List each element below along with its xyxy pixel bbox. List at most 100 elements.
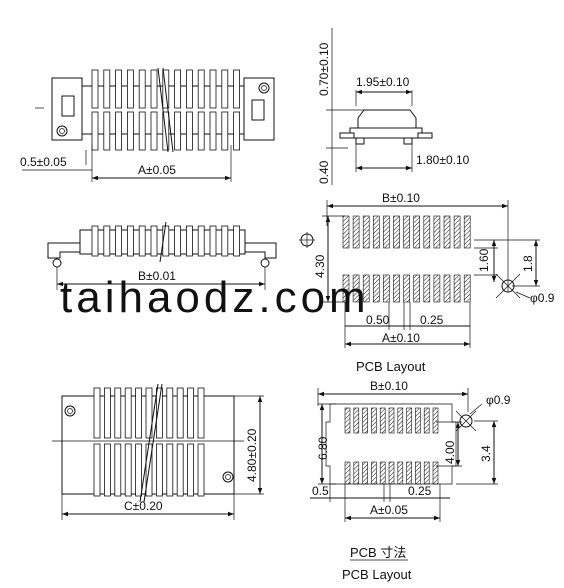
contact-pin [124, 387, 132, 439]
side-dim-height: 0.70±0.10 [317, 42, 331, 96]
pcb2-dim-pad: 0.25 [408, 484, 432, 498]
pcb2-dim-hole: φ0.9 [486, 393, 511, 407]
pcb-pad [344, 407, 351, 434]
top-dim-a: A±0.05 [138, 163, 176, 177]
pcb-pad [372, 215, 380, 249]
pcb-pad [423, 407, 430, 434]
contact-pin [91, 225, 99, 257]
contact-pin [91, 111, 99, 151]
pcb1-caption: PCB Layout [356, 359, 426, 374]
contact-pin [115, 69, 122, 109]
contact-pin [93, 387, 101, 439]
pcb-pad [413, 215, 421, 249]
contact-pin [174, 69, 182, 109]
pcb1-dim-hole: φ0.9 [530, 291, 555, 305]
pcb-pad [433, 274, 441, 303]
contact-pin [176, 443, 184, 497]
bottom-view: C±0.20 4.80±0.20 [52, 383, 264, 520]
pcb2-dim-h: 6.80 [316, 436, 330, 460]
pcb-pad [432, 461, 439, 485]
contact-pin [91, 69, 99, 109]
pcb-pad [463, 274, 471, 303]
pcb2-caption-cn: PCB 寸法 [350, 545, 406, 560]
contact-pin [138, 111, 146, 151]
contact-pin [221, 111, 229, 151]
contact-pin [150, 111, 158, 151]
top-view-pins [91, 69, 241, 151]
contact-pin [103, 111, 111, 151]
pcb-pad [413, 274, 421, 303]
pcb-pad [393, 215, 400, 249]
pcb-pad [371, 461, 377, 485]
contact-pin [174, 225, 182, 257]
contact-pin [209, 225, 217, 257]
pcb-layout-bottom: B±0.10 φ0.9 6.80 4.00 3.4 0.5 0.25 A±0.0… [310, 379, 511, 582]
pcb-pad [362, 215, 370, 249]
pcb-pad [406, 461, 412, 485]
contact-pin [155, 387, 163, 439]
contact-pin [115, 225, 122, 257]
side-dim-base: 0.40 [317, 160, 331, 184]
contact-pin [114, 443, 122, 497]
contact-pin [166, 387, 174, 439]
top-view: 0.5±0.05 A±0.05 [20, 67, 275, 182]
contact-pin [197, 111, 205, 151]
contact-pin [197, 443, 205, 497]
contact-pin [185, 225, 193, 257]
pcb-pad [397, 461, 404, 485]
contact-pin [104, 387, 111, 439]
pcb-pad [362, 274, 370, 303]
pcb-pad [352, 215, 360, 249]
contact-pin [104, 443, 111, 497]
pcb-pad [371, 407, 377, 434]
top-dim-pitch-edge: 0.5±0.05 [20, 155, 67, 169]
contact-pin [197, 69, 205, 109]
bottom-dim-h: 4.80±0.20 [245, 428, 259, 482]
pcb-layout-top: B±0.10 4.30 1.60 1.8 φ0.9 0.50 0.25 A±0.… [299, 191, 555, 374]
pcb-pad [353, 407, 360, 434]
pcb1-dim-pitch: 0.50 [366, 313, 390, 327]
contact-pin [103, 225, 111, 257]
contact-pin [221, 225, 229, 257]
pcb-pad [415, 407, 421, 434]
front-dim-b: B±0.01 [138, 269, 176, 283]
pcb-pad [352, 274, 360, 303]
contact-pin [150, 69, 158, 109]
side-dim-width: 1.95±0.10 [356, 75, 410, 89]
pcb-pad [383, 274, 390, 303]
contact-pin [155, 443, 163, 497]
contact-pin [185, 111, 193, 151]
contact-pin [138, 69, 146, 109]
pcb-layout-bottom-pads [344, 407, 439, 485]
contact-pin [233, 111, 241, 151]
pcb1-dim-hole-y: 1.8 [521, 255, 535, 272]
contact-pin [127, 69, 134, 109]
pcb1-dim-b: B±0.10 [382, 191, 420, 205]
pcb-pad [379, 461, 386, 485]
pcb1-dim-gap: 1.60 [477, 248, 491, 272]
contact-pin [103, 69, 111, 109]
pcb-pad [453, 274, 461, 303]
pcb2-dim-hole-y: 3.4 [479, 445, 493, 462]
contact-pin [166, 443, 174, 497]
pcb-pad [362, 407, 368, 434]
contact-pin [124, 443, 132, 497]
contact-pin [174, 111, 182, 151]
pcb-pad [362, 461, 368, 485]
contact-pin [187, 443, 195, 497]
pcb-pad [372, 274, 380, 303]
pcb-pad [344, 461, 351, 485]
pcb-pad [432, 407, 439, 434]
contact-pin [233, 69, 241, 109]
pcb1-dim-pad: 0.25 [420, 313, 444, 327]
pcb1-dim-a: A±0.10 [382, 331, 420, 345]
contact-pin [197, 387, 205, 439]
pcb2-dim-b: B±0.10 [370, 379, 408, 393]
pcb-pad [423, 215, 431, 249]
pcb-pad [423, 274, 431, 303]
pcb-layout-top-pads [342, 215, 471, 303]
contact-pin [150, 225, 158, 257]
bottom-view-pins [93, 387, 205, 497]
pcb-pad [403, 215, 410, 249]
